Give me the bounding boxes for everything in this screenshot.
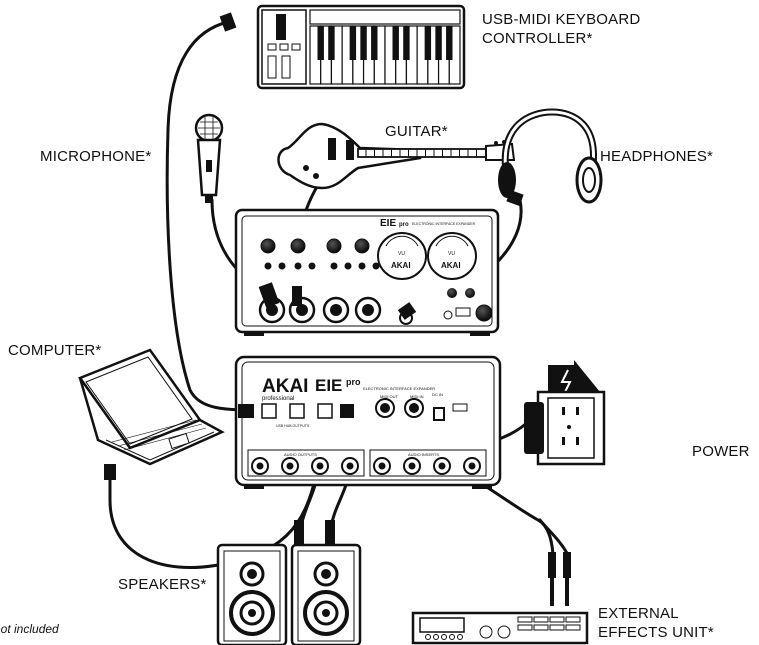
effects-unit [411, 552, 589, 645]
headphones [498, 108, 603, 207]
microphone [194, 113, 224, 203]
usb-port-computer [340, 404, 354, 418]
audio-jack-center [408, 462, 416, 470]
usb-port [261, 403, 277, 419]
front-model-text: EIE [380, 218, 396, 229]
usb-hub-outputs-label: USB HUB OUTPUTS [276, 424, 310, 428]
rear-subtitle-text: ELECTRONIC INTERFACE EXPANDER [363, 386, 435, 391]
rear-audio-jacks [251, 457, 481, 475]
audio-jack-center [378, 462, 386, 470]
rear-model-suffix: pro [346, 377, 361, 387]
black-key [392, 26, 399, 60]
vu-meter-left-brand: AKAI [391, 261, 411, 270]
rear-brand-sub-text: professional [262, 396, 294, 402]
audio-inserts-label: AUDIO INSERTS [408, 452, 439, 457]
effects-label: EXTERNAL EFFECTS UNIT* [598, 604, 714, 642]
front-subtitle-text: ELECTRONIC INTERFACE EXPANDER [412, 222, 476, 226]
dc-in-label: DC IN [432, 392, 443, 397]
effects-label-line1: EXTERNAL [598, 605, 679, 622]
xlr-plug [258, 282, 280, 308]
power-label: POWER [692, 443, 750, 460]
keyboard-label: USB-MIDI KEYBOARD CONTROLLER* [482, 10, 640, 48]
keyboard-usb-cable [165, 20, 264, 412]
combo-jack-center [296, 304, 308, 316]
speaker-right [290, 543, 362, 645]
rear-brand-text: AKAI [262, 376, 308, 397]
microphone-label: MICROPHONE* [40, 148, 152, 165]
small-knob [308, 262, 316, 270]
keyboard-keys [309, 25, 461, 85]
small-knob [278, 262, 286, 270]
front-gain-knobs [260, 238, 380, 270]
front-combo-inputs [258, 282, 382, 324]
speakers-label: SPEAKERS* [118, 576, 207, 593]
black-key [328, 26, 335, 60]
black-key [371, 26, 378, 60]
computer-label: COMPUTER* [8, 342, 102, 359]
guitar-plug [292, 286, 302, 306]
small-knob [294, 262, 302, 270]
black-key [435, 26, 442, 60]
gain-knob [260, 238, 276, 254]
black-key [446, 26, 453, 60]
small-knob [344, 262, 352, 270]
gain-knob [290, 238, 306, 254]
usb-port [317, 403, 333, 419]
small-knob [330, 262, 338, 270]
power-outlet [524, 360, 606, 466]
keyboard-label-line2: CONTROLLER* [482, 30, 593, 47]
black-key [349, 26, 357, 60]
black-key [403, 26, 410, 60]
keyboard-label-line1: USB-MIDI KEYBOARD [482, 11, 641, 28]
midi-in-label: MIDI IN [410, 394, 424, 399]
black-key [424, 26, 432, 60]
computer-laptop [78, 348, 225, 480]
vu-meter-right-brand: AKAI [441, 261, 461, 270]
insert-cable [466, 473, 555, 557]
combo-jack-center [362, 304, 374, 316]
audio-jack-center [256, 462, 264, 470]
effects-label-line2: EFFECTS UNIT* [598, 624, 714, 641]
audio-outputs-label: AUDIO OUTPUTS [284, 452, 317, 457]
small-knob [358, 262, 366, 270]
guitar-label: GUITAR* [385, 123, 448, 140]
midi-keyboard [219, 4, 466, 90]
audio-jack-center [468, 462, 476, 470]
front-model-suffix: pro [399, 222, 409, 228]
rear-model-text: EIE [315, 376, 342, 395]
gain-knob [354, 238, 370, 254]
black-key [360, 26, 367, 60]
small-knob [372, 262, 380, 270]
audio-jack-center [438, 462, 446, 470]
combo-jack-center [266, 304, 278, 316]
black-key [317, 26, 324, 60]
combo-jack-center [330, 304, 342, 316]
rear-panel-unit: AKAI professional EIE pro ELECTRONIC INT… [234, 355, 502, 489]
audio-jack-center [346, 462, 354, 470]
speakers [216, 520, 362, 645]
vu-meters: VU VU AKAI AKAI [377, 232, 477, 280]
audio-jack-center [286, 462, 294, 470]
front-panel-unit: VU VU AKAI AKAI EIE pro ELECTRONIC INTER… [234, 208, 500, 336]
audio-jack-center [316, 462, 324, 470]
usb-hub-ports [261, 403, 354, 419]
midi-out-label: MIDI OUT [380, 394, 399, 399]
headphones-label: HEADPHONES* [600, 148, 714, 165]
guitar-frets [365, 149, 477, 157]
footnote-not-included: not included [0, 622, 59, 636]
small-knob [264, 262, 272, 270]
usb-port [289, 403, 305, 419]
vu-meter-left-scale: VU [398, 251, 405, 257]
speaker-left [216, 543, 288, 645]
gain-knob [326, 238, 342, 254]
vu-meter-right-scale: VU [448, 251, 455, 257]
insert-cable-split [538, 518, 570, 557]
